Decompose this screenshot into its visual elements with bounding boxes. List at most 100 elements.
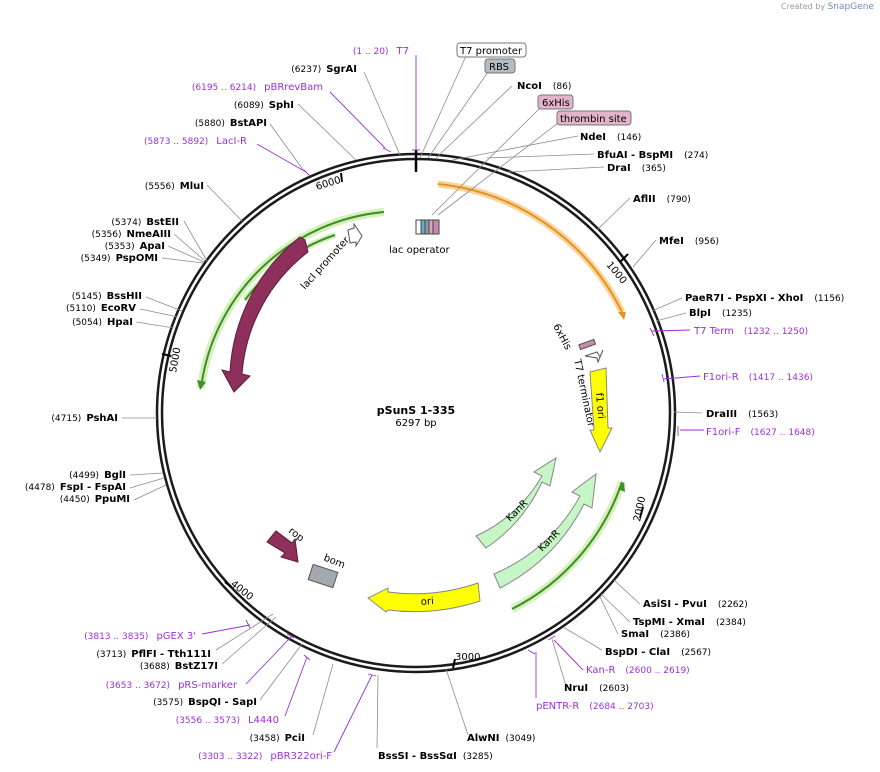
primer-t7term[interactable]: T7 Term(1232 .. 1250) xyxy=(693,326,808,337)
lac-operator-cluster xyxy=(415,219,440,235)
enzyme-tspmi-pos: (2384) xyxy=(716,618,746,628)
enzyme-bsssi[interactable]: BssSI - BssSαI(3285) xyxy=(378,751,493,762)
primer-f1ori-f[interactable]: F1ori-F(1627 .. 1648) xyxy=(706,427,815,438)
enzyme-bspqi[interactable]: (3575)BspQI - SapI xyxy=(153,697,257,708)
enzyme-alwni[interactable]: AlwNI(3049) xyxy=(467,733,535,744)
enzyme-draiii-pos: (1563) xyxy=(748,410,778,420)
primer-l4440-name: L4440 xyxy=(248,715,279,726)
enzyme-ndei[interactable]: NdeI(146) xyxy=(580,132,641,143)
enzyme-bstz17i-name: BstZ17I xyxy=(175,661,218,672)
enzyme-fspi-pos: (4478) xyxy=(25,483,55,493)
primer-leader-pgex3 xyxy=(201,624,251,635)
enzyme-blpi[interactable]: BlpI(1235) xyxy=(689,308,752,319)
his6-label: 6xHis xyxy=(550,322,573,352)
primer-labels: (1 .. 20)T7 (6195 .. 6214)pBRrevBam (587… xyxy=(84,46,815,762)
enzyme-paer7i[interactable]: PaeR7I - PspXI - XhoI(1156) xyxy=(685,293,844,304)
primer-f1ori-r[interactable]: F1ori-R(1417 .. 1436) xyxy=(703,372,813,383)
enzyme-mlui-pos: (5556) xyxy=(145,182,175,192)
enzyme-ecorv[interactable]: (5110)EcoRV xyxy=(66,303,136,314)
leader-thrombin xyxy=(437,122,559,216)
enzyme-asisi[interactable]: AsiSI - PvuI(2262) xyxy=(643,599,748,610)
enzyme-ncoi-pos: (86) xyxy=(553,82,571,92)
enzyme-ncoi-name: NcoI xyxy=(517,81,542,92)
enzyme-mfei[interactable]: MfeI(956) xyxy=(659,236,719,247)
enzyme-bstapi[interactable]: (5880) BstAPI xyxy=(195,118,267,129)
primer-pgex3-pos: (3813 .. 3835) xyxy=(84,632,148,642)
primer-pbrrevbam-pos: (6195 .. 6214) xyxy=(192,83,256,93)
primer-mark-prs-marker xyxy=(286,633,295,639)
enzyme-mlui[interactable]: (5556)MluI xyxy=(145,181,204,192)
primer-kan-r-pos: (2600 .. 2619) xyxy=(625,666,689,676)
enzyme-nmeaiii[interactable]: (5356)NmeAIII xyxy=(92,229,171,240)
tick-label-4000: 4000 xyxy=(228,579,255,603)
primer-prs-marker[interactable]: (3653 .. 3672)pRS-marker xyxy=(106,680,238,691)
boxed-feature-6xhis: 6xHis xyxy=(537,94,574,110)
primer-pbr322ori-f[interactable]: (3303 .. 3322)pBR322ori-F xyxy=(198,751,332,762)
enzyme-draiii[interactable]: DraIII(1563) xyxy=(706,409,778,420)
enzyme-bfuai-pos: (274) xyxy=(684,151,708,161)
enzyme-bspdi-pos: (2567) xyxy=(681,648,711,658)
enzyme-nrui-name: NruI xyxy=(564,683,588,694)
orf-arrow xyxy=(437,183,623,313)
primer-pbrrevbam[interactable]: (6195 .. 6214)pBRrevBam xyxy=(192,82,323,93)
enzyme-bstapi-name: BstAPI xyxy=(230,118,267,129)
primer-pgex3[interactable]: (3813 .. 3835)pGEX 3' xyxy=(84,631,196,642)
enzyme-hpai[interactable]: (5054)HpaI xyxy=(72,317,133,328)
enzyme-drai-name: DraI xyxy=(607,163,631,174)
primer-kan-r[interactable]: Kan-R(2600 .. 2619) xyxy=(586,665,690,676)
enzyme-pcii[interactable]: (3458)PciI xyxy=(250,733,305,744)
enzyme-alwni-name: AlwNI xyxy=(467,733,500,744)
enzyme-nrui[interactable]: NruI(2603) xyxy=(564,683,629,694)
enzyme-bgli[interactable]: (4499)BglI xyxy=(69,470,126,481)
enzyme-sgrai-pos: (6237) xyxy=(291,65,321,75)
enzyme-pspomi[interactable]: (5349)PspOMI xyxy=(81,253,158,264)
enzyme-apai[interactable]: (5353)ApaI xyxy=(105,241,165,252)
enzyme-aflii[interactable]: AflII(790) xyxy=(633,194,691,205)
enzyme-tspmi[interactable]: TspMI - XmaI(2384) xyxy=(633,617,746,628)
boxed-feature-leaders xyxy=(419,55,559,216)
leader-tspmi xyxy=(600,593,631,623)
primer-laci-r[interactable]: (5873 .. 5892)LacI-R xyxy=(144,136,247,147)
primer-mark-kan-r xyxy=(547,635,556,641)
enzyme-bspdi[interactable]: BspDI - ClaI(2567) xyxy=(605,647,711,658)
primer-mark-pentr-r xyxy=(527,649,536,655)
enzyme-pshai[interactable]: (4715)PshAI xyxy=(51,413,118,424)
enzyme-bstz17i[interactable]: (3688)BstZ17I xyxy=(140,661,218,672)
primer-leader-f1ori-r xyxy=(663,375,701,380)
enzyme-drai[interactable]: DraI(365) xyxy=(607,163,666,174)
enzyme-pcii-pos: (3458) xyxy=(250,734,280,744)
enzyme-bstapi-pos: (5880) xyxy=(195,119,225,129)
enzyme-pspomi-pos: (5349) xyxy=(81,254,111,264)
t7-promoter-box xyxy=(420,219,426,235)
enzyme-ncoi[interactable]: NcoI (86) xyxy=(517,81,571,92)
primer-l4440[interactable]: (3556 .. 3573)L4440 xyxy=(176,715,279,726)
enzyme-sgrai[interactable]: (6237)SgrAI xyxy=(291,64,357,75)
lac-operator-box xyxy=(415,219,422,235)
leader-alwni xyxy=(445,668,469,736)
primer-leader-kan-r xyxy=(553,639,584,671)
green-orf-right-head xyxy=(618,482,625,492)
enzyme-pflfi[interactable]: (3713)PflFI - Tth111I xyxy=(96,649,211,660)
primer-leader-pbr322ori-f xyxy=(333,674,373,753)
snapgene-credit: Created by SnapGene xyxy=(781,2,874,12)
leader-bspqi xyxy=(259,643,303,701)
enzyme-ppumi[interactable]: (4450)PpuMI xyxy=(60,494,130,505)
leader-bstz17i xyxy=(221,616,277,665)
tick-label-3000: 3000 xyxy=(455,652,480,663)
leader-ndei xyxy=(451,135,579,161)
enzyme-smai[interactable]: SmaI(2386) xyxy=(621,629,690,640)
leader-t7-promoter xyxy=(419,55,467,159)
enzyme-bsteii[interactable]: (5374)BstEII xyxy=(111,217,179,228)
primer-pentr-r[interactable]: pENTR-R(2684 .. 2703) xyxy=(536,701,654,712)
enzyme-fspi-name: FspI - FspAI xyxy=(60,482,126,493)
enzyme-bgli-pos: (4499) xyxy=(69,471,99,481)
enzyme-bsshii[interactable]: (5145)BssHII xyxy=(72,291,142,302)
boxed-feature-t7-promoter: T7 promoter xyxy=(456,42,527,58)
enzyme-bfuai[interactable]: BfuAI - BspMI(274) xyxy=(597,150,708,161)
6xhis-label: 6xHis xyxy=(542,98,570,109)
enzyme-sphi[interactable]: (6089)SphI xyxy=(234,100,294,111)
plasmid-name: pSunS 1-335 xyxy=(377,404,455,417)
primer-t7[interactable]: (1 .. 20)T7 xyxy=(353,46,409,57)
enzyme-fspi[interactable]: (4478) FspI - FspAI xyxy=(25,482,126,493)
